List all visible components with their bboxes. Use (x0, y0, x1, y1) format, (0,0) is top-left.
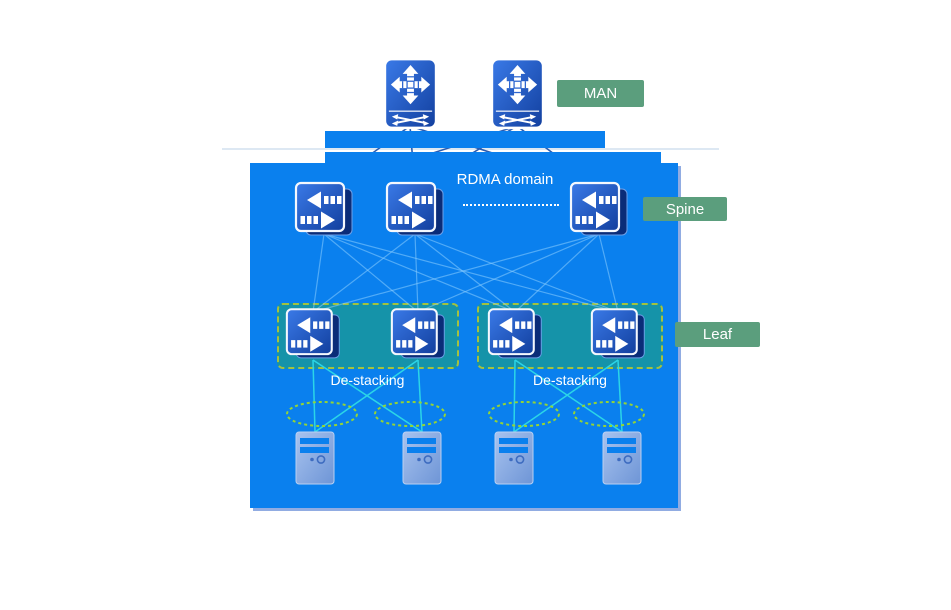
server-3 (494, 431, 534, 485)
rdma-dotted-line (463, 196, 559, 206)
leaf-switch-3 (487, 307, 545, 362)
leaf-switch-4 (590, 307, 648, 362)
rdma-domain-label: RDMA domain (456, 171, 554, 188)
spine-badge: Spine (643, 197, 727, 221)
server-4 (602, 431, 642, 485)
spine-switch-3 (569, 181, 631, 239)
destacking-label-1: De-stacking (330, 372, 405, 388)
leaf-badge: Leaf (675, 322, 760, 347)
destacking-label-2: De-stacking (533, 372, 607, 388)
man-uplink-bar (325, 131, 605, 148)
spine-switch-2 (385, 181, 447, 239)
man-router-2 (490, 57, 545, 130)
leaf-switch-1 (285, 307, 343, 362)
server-1 (295, 431, 335, 485)
spine-switch-1 (294, 181, 356, 239)
server-2 (402, 431, 442, 485)
man-badge: MAN (557, 80, 644, 107)
leaf-switch-2 (390, 307, 448, 362)
page-divider-line (222, 148, 719, 150)
man-router-1 (383, 57, 438, 130)
